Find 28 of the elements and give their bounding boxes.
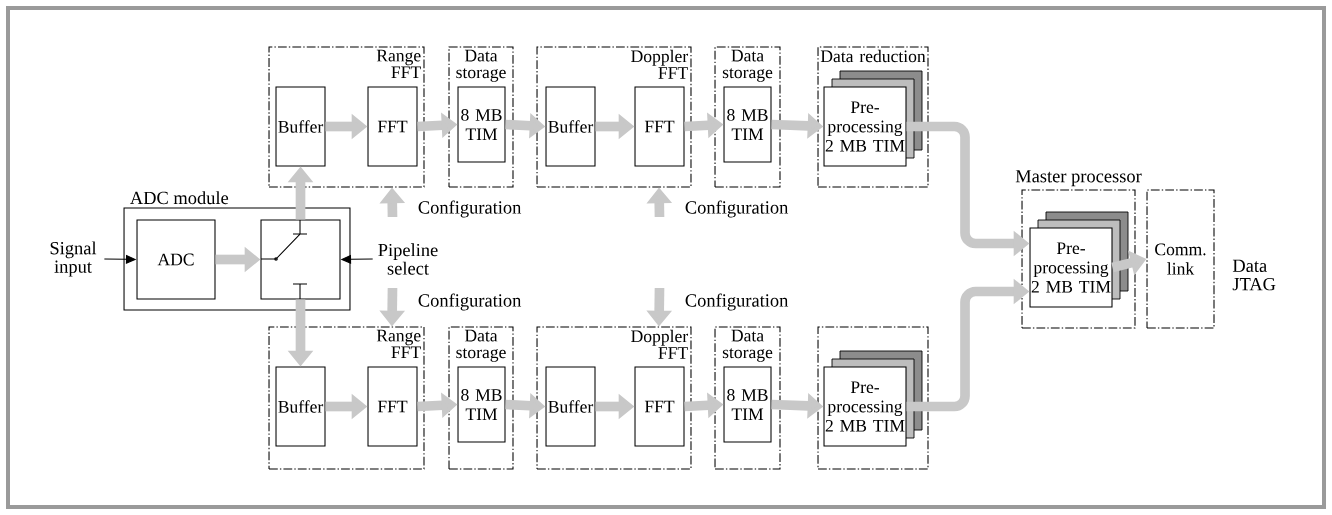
output-label: Data JTAG <box>1232 259 1276 291</box>
link-box: Comm. link <box>1146 189 1215 329</box>
annotation-text: Configuration <box>418 200 522 218</box>
process-box: 8 MB TIM <box>457 86 506 163</box>
process-box: FFT <box>634 86 685 167</box>
annotation-text: Signal input <box>50 241 97 277</box>
process-box: Buffer <box>545 366 596 447</box>
process-box: 8 MB TIM <box>723 86 772 163</box>
process-box: FFT <box>367 366 418 447</box>
node-label: Master processor <box>1015 170 1142 187</box>
process-box: FFT <box>367 86 418 167</box>
stacked-boards: Pre-processing 2 MB TIM <box>823 70 923 167</box>
process-box: FFT <box>634 366 685 447</box>
stacked-boards: Pre-processing 2 MB TIM <box>1029 211 1129 308</box>
process-box: Buffer <box>275 366 326 447</box>
process-box: 8 MB TIM <box>457 366 506 443</box>
process-box: Buffer <box>275 86 326 167</box>
annotation-text: Pipeline select <box>378 243 438 275</box>
stacked-boards: Pre-processing 2 MB TIM <box>823 350 923 447</box>
annotation-text: Configuration <box>685 200 789 218</box>
process-box: Buffer <box>545 86 596 167</box>
module-frame <box>817 326 929 470</box>
annotation-text: Configuration <box>418 293 522 311</box>
node-label: ADC module <box>130 191 229 205</box>
process-box: 8 MB TIM <box>723 366 772 443</box>
annotation-text: Configuration <box>685 293 789 311</box>
process-box <box>260 219 341 300</box>
process-box: ADC <box>136 219 216 300</box>
